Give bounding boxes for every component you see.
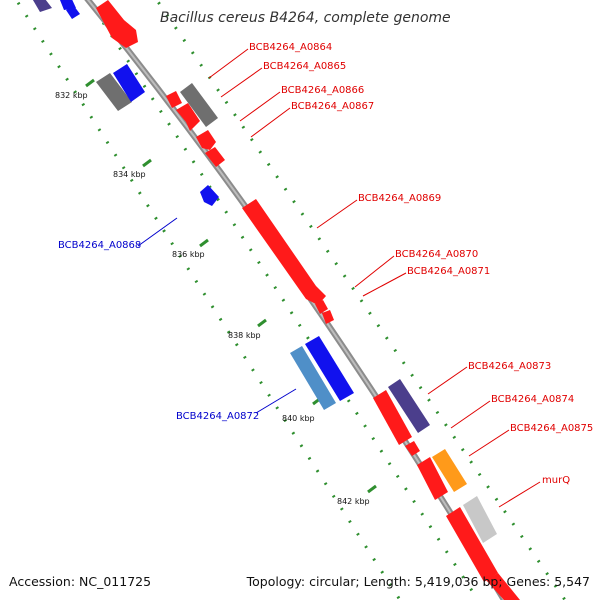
leader-A0875 — [468, 429, 510, 457]
leader-A0870 — [354, 255, 395, 288]
tick-label-838: 838 kbp — [228, 331, 261, 340]
leader-A0869 — [316, 199, 358, 229]
gene-A0869[interactable] — [242, 199, 326, 305]
gene-red-A0873[interactable] — [373, 390, 412, 445]
label-A0868[interactable]: BCB4264_A0868 — [58, 240, 141, 251]
label-A0871[interactable]: BCB4264_A0871 — [407, 266, 490, 277]
label-A0866[interactable]: BCB4264_A0866 — [281, 85, 364, 96]
gene-red-murQ[interactable] — [446, 507, 498, 582]
leader-A0871 — [362, 272, 407, 297]
tick-842 — [367, 484, 377, 494]
gene-blue-832[interactable] — [113, 64, 145, 102]
outer-dotted-track — [14, 0, 567, 600]
gene-A0867b[interactable] — [205, 147, 225, 167]
gene-A0874[interactable] — [405, 441, 420, 456]
gene-A0875-orange[interactable] — [432, 449, 467, 492]
label-A0875[interactable]: BCB4264_A0875 — [510, 423, 593, 434]
label-murQ[interactable]: murQ — [542, 475, 570, 486]
leader-A0873 — [427, 366, 468, 395]
gene-red-top[interactable] — [96, 0, 138, 48]
leader-murQ — [498, 481, 541, 508]
gene-features — [30, 0, 520, 600]
tick-label-834: 834 kbp — [113, 170, 146, 179]
gene-gray-832[interactable] — [96, 73, 132, 111]
gene-A0866[interactable] — [176, 103, 200, 131]
gene-murQ[interactable] — [463, 496, 497, 543]
tick-label-842: 842 kbp — [337, 497, 370, 506]
tick-label-832: 832 kbp — [55, 91, 88, 100]
gene-gray-A0865[interactable] — [180, 83, 218, 127]
leader-A0866 — [239, 91, 281, 122]
tick-834 — [142, 158, 152, 168]
leader-A0867 — [250, 107, 291, 138]
label-A0870[interactable]: BCB4264_A0870 — [395, 249, 478, 260]
label-A0872[interactable]: BCB4264_A0872 — [176, 411, 259, 422]
gene-A0872-steel[interactable] — [290, 346, 336, 410]
label-A0869[interactable]: BCB4264_A0869 — [358, 193, 441, 204]
leader-A0874 — [450, 400, 491, 429]
gene-purple-topleft[interactable] — [30, 0, 52, 12]
label-A0865[interactable]: BCB4264_A0865 — [263, 61, 346, 72]
leader-A0864 — [208, 48, 249, 79]
tick-marks — [85, 78, 377, 494]
tick-832 — [85, 78, 95, 88]
accession-text: Accession: NC_011725 — [9, 574, 152, 589]
gene-A0868[interactable] — [200, 185, 219, 206]
tick-label-836: 836 kbp — [172, 250, 205, 259]
gene-A0873-purple[interactable] — [388, 379, 430, 433]
label-A0867[interactable]: BCB4264_A0867 — [291, 101, 374, 112]
leader-A0865 — [220, 67, 263, 98]
leader-A0868 — [137, 217, 178, 247]
gene-A0872-blue[interactable] — [305, 336, 354, 401]
gene-red-A0875[interactable] — [417, 457, 448, 500]
gene-A0867[interactable] — [196, 130, 216, 150]
leader-A0872 — [255, 388, 297, 414]
genome-summary-text: Topology: circular; Length: 5,419,036 bp… — [246, 574, 590, 589]
gene-blue-topleft-b[interactable] — [66, 6, 80, 19]
tick-label-840: 840 kbp — [282, 414, 315, 423]
tick-836 — [199, 238, 209, 248]
gene-A0864[interactable] — [166, 91, 182, 108]
gene-A0871[interactable] — [322, 310, 334, 324]
dotted-track-left — [14, 0, 402, 600]
label-A0873[interactable]: BCB4264_A0873 — [468, 361, 551, 372]
label-leaders — [137, 48, 541, 508]
gene-red-bottom[interactable] — [486, 573, 520, 600]
label-A0874[interactable]: BCB4264_A0874 — [491, 394, 574, 405]
label-A0864[interactable]: BCB4264_A0864 — [249, 42, 332, 53]
gene-A0870[interactable] — [315, 300, 328, 314]
tick-838 — [257, 318, 267, 328]
dotted-track-right — [93, 9, 480, 600]
page-title: Bacillus cereus B4264, complete genome — [160, 10, 451, 26]
